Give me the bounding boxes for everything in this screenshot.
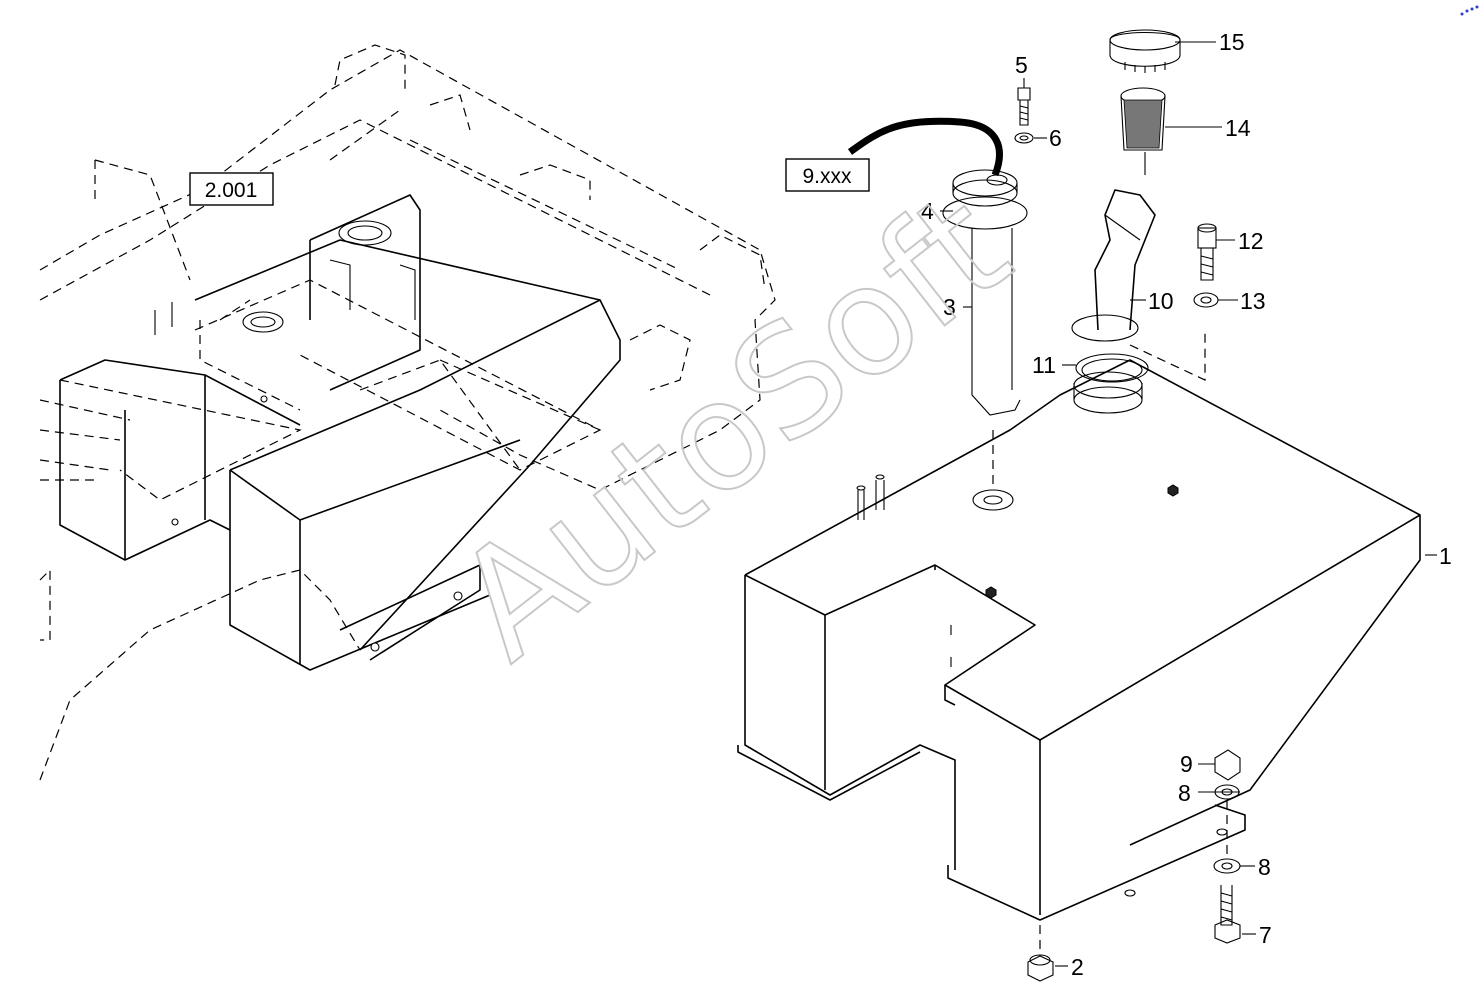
callout-2: 2 bbox=[1071, 954, 1084, 980]
filler-neck-parts-10-11 bbox=[1071, 189, 1206, 414]
leader-lines bbox=[940, 41, 1437, 967]
watermark-text: AutoSoft bbox=[425, 160, 1040, 694]
drain-plug-part-2 bbox=[1027, 925, 1054, 982]
callout-14: 14 bbox=[1225, 115, 1251, 141]
callout-1: 1 bbox=[1439, 543, 1452, 569]
callout-12: 12 bbox=[1238, 228, 1264, 254]
callout-15: 15 bbox=[1219, 29, 1245, 55]
bolt-stack-parts-7-8-9 bbox=[1213, 749, 1241, 944]
callout-13: 13 bbox=[1240, 288, 1266, 314]
frame-assembly-context bbox=[39, 44, 776, 781]
callout-labels: 1 2 3 4 5 6 7 8 8 9 10 11 12 13 14 15 bbox=[921, 29, 1452, 980]
callout-5: 5 bbox=[1015, 52, 1028, 78]
sender-unit-parts-3-4 bbox=[847, 117, 1028, 485]
reference-label-2001: 2.001 bbox=[205, 179, 258, 202]
reference-box-2001: 2.001 bbox=[189, 172, 274, 206]
callout-8-upper: 8 bbox=[1178, 780, 1191, 806]
bolt-washer-parts-5-6 bbox=[1014, 87, 1034, 144]
strainer-cap-parts-14-15 bbox=[1109, 29, 1181, 175]
corner-mark bbox=[1460, 5, 1479, 16]
reference-box-9xxx: 9.xxx bbox=[785, 158, 870, 192]
callout-3: 3 bbox=[943, 294, 956, 320]
reference-label-9xxx: 9.xxx bbox=[802, 165, 852, 188]
callout-8-lower: 8 bbox=[1258, 854, 1271, 880]
callout-11: 11 bbox=[1032, 352, 1056, 378]
callout-7: 7 bbox=[1259, 922, 1272, 948]
callout-4: 4 bbox=[921, 198, 934, 224]
callout-10: 10 bbox=[1148, 288, 1174, 314]
callout-6: 6 bbox=[1049, 125, 1062, 151]
fuel-tank-part-1 bbox=[737, 359, 1421, 921]
screw-washer-parts-12-13 bbox=[1193, 223, 1219, 308]
callout-9: 9 bbox=[1180, 751, 1193, 777]
